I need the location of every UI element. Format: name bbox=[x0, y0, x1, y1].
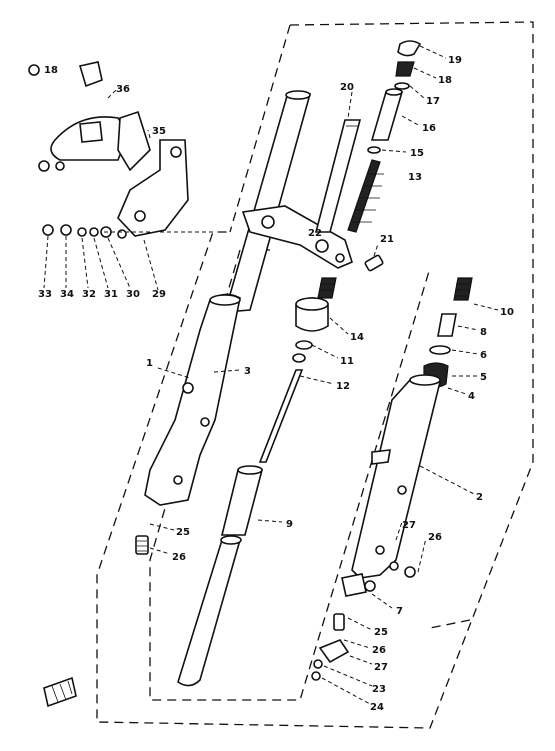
right-outer-tube-2 bbox=[351, 374, 441, 579]
callout-23: 23 bbox=[372, 684, 386, 695]
spacer-9 bbox=[220, 465, 264, 536]
callout-15: 15 bbox=[410, 148, 424, 159]
callout-32: 32 bbox=[82, 289, 96, 300]
callout-25-left: 25 bbox=[176, 527, 190, 538]
callout-26-right: 26 bbox=[428, 532, 442, 543]
top-hardware-19 bbox=[28, 61, 103, 88]
callout-12: 12 bbox=[336, 381, 350, 392]
callout-18: 18 bbox=[438, 75, 452, 86]
callout-30: 30 bbox=[126, 289, 140, 300]
axle-holder-7 bbox=[341, 573, 376, 597]
right-spring-10 bbox=[453, 277, 473, 301]
callout-22: 22 bbox=[308, 228, 322, 239]
spring-seat-13 bbox=[317, 277, 337, 299]
headlight-bracket-36 bbox=[38, 116, 129, 172]
left-inner-tube bbox=[223, 90, 312, 313]
callout-27-lower: 27 bbox=[374, 662, 388, 673]
bolt-21 bbox=[364, 254, 384, 272]
callout-20: 20 bbox=[340, 82, 354, 93]
callout-9: 9 bbox=[286, 519, 293, 530]
oil-seal-14 bbox=[295, 297, 329, 332]
handlebar-holder-35 bbox=[117, 110, 189, 237]
callout-7: 7 bbox=[396, 606, 403, 617]
grease-can-icon bbox=[43, 676, 77, 708]
callout-3: 3 bbox=[244, 366, 251, 377]
callout-10: 10 bbox=[500, 307, 514, 318]
damper-rod-12 bbox=[258, 353, 306, 463]
callout-4: 4 bbox=[468, 391, 475, 402]
under-bracket-22 bbox=[241, 205, 353, 269]
bolt-26-right bbox=[404, 566, 416, 578]
washer-15 bbox=[367, 146, 381, 154]
callout-11: 11 bbox=[340, 356, 354, 367]
callout-35: 35 bbox=[152, 126, 166, 137]
callout-8: 8 bbox=[480, 327, 487, 338]
callout-19: 19 bbox=[448, 55, 462, 66]
right-seal-6 bbox=[429, 345, 451, 355]
fork-spring-15 bbox=[347, 159, 384, 233]
bottom-hardware-29-34 bbox=[42, 224, 127, 239]
washer-27-right bbox=[389, 561, 399, 571]
callout-14: 14 bbox=[350, 332, 364, 343]
fork-cap-19 bbox=[397, 40, 422, 57]
callout-26-lower: 26 bbox=[372, 645, 386, 656]
callout-25-right: 25 bbox=[374, 627, 388, 638]
callout-6: 6 bbox=[480, 350, 487, 361]
callout-18-top: 18 bbox=[44, 65, 58, 76]
callout-36: 36 bbox=[116, 84, 130, 95]
callout-2: 2 bbox=[476, 492, 483, 503]
cap-bolt-18 bbox=[395, 61, 415, 77]
spacer-tube-16 bbox=[370, 88, 404, 141]
callout-13: 13 bbox=[408, 172, 422, 183]
group-boundaries bbox=[96, 21, 534, 729]
callout-16: 16 bbox=[422, 123, 436, 134]
washer-11 bbox=[295, 340, 313, 350]
callout-21: 21 bbox=[380, 234, 394, 245]
callout-34: 34 bbox=[60, 289, 74, 300]
left-lower-tube bbox=[177, 535, 242, 687]
leader-lines bbox=[43, 45, 499, 705]
callout-24: 24 bbox=[370, 702, 384, 713]
callout-31: 31 bbox=[104, 289, 118, 300]
callout-27-right: 27 bbox=[402, 520, 416, 531]
callout-26-left: 26 bbox=[172, 552, 186, 563]
steering-stem-20 bbox=[314, 119, 362, 233]
o-ring-17 bbox=[394, 82, 410, 90]
left-fork-bolt-26 bbox=[135, 535, 149, 555]
callout-17: 17 bbox=[426, 96, 440, 107]
callout-1: 1 bbox=[146, 358, 153, 369]
drain-bolt-group bbox=[311, 613, 350, 681]
right-spacer-8 bbox=[437, 313, 457, 337]
callout-29: 29 bbox=[152, 289, 166, 300]
callout-5: 5 bbox=[480, 372, 487, 383]
left-outer-leg bbox=[144, 293, 241, 506]
callout-33: 33 bbox=[38, 289, 52, 300]
callout-labels: 19 18 17 16 15 13 20 21 14 11 12 1 3 9 2… bbox=[38, 55, 514, 713]
